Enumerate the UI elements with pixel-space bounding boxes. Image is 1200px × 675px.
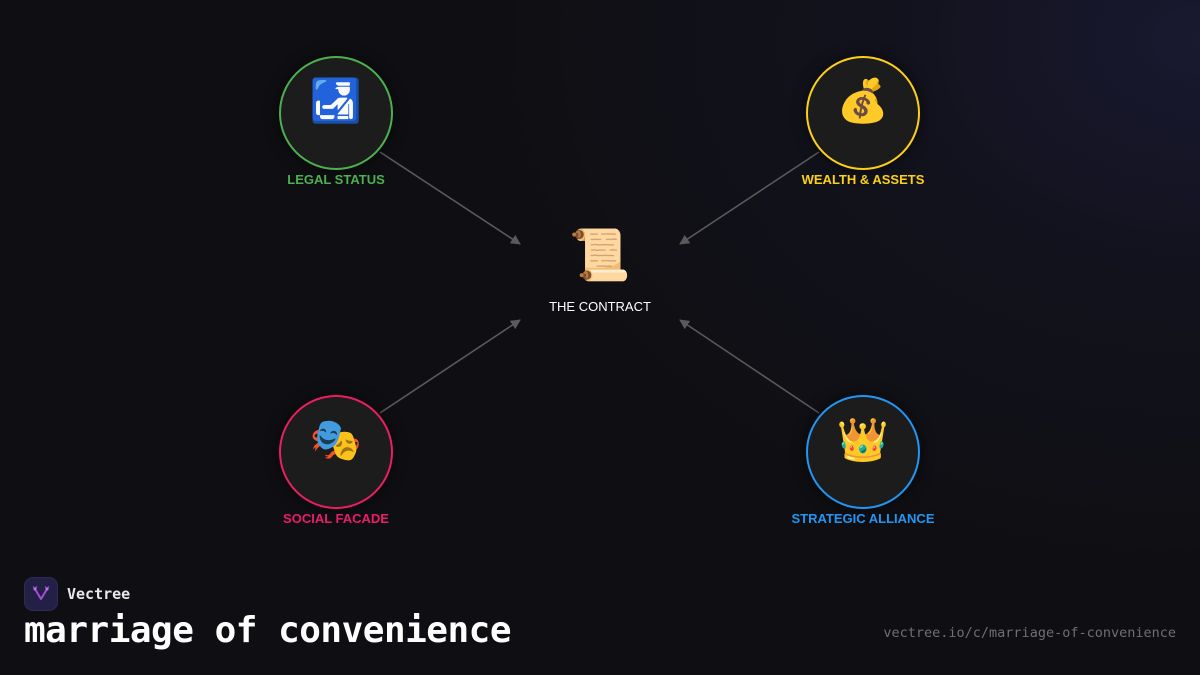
page-title: marriage of convenience — [24, 610, 512, 651]
vectree-logo-icon — [24, 577, 58, 611]
scroll-icon: 📜 — [568, 227, 632, 283]
node-legal-status-label: LEGAL STATUS — [287, 172, 385, 187]
edge-legal-to-contract — [379, 151, 521, 245]
page-url[interactable]: vectree.io/c/marriage-of-convenience — [883, 625, 1176, 641]
edge-alliance-to-contract — [679, 319, 820, 414]
customs-officer-icon: 🛃 — [309, 77, 363, 124]
node-wealth-assets[interactable]: 💰 — [806, 56, 920, 170]
node-social-facade-label: SOCIAL FACADE — [283, 511, 389, 526]
node-legal-status[interactable]: 🛃 — [279, 56, 393, 170]
brand: Vectree — [24, 577, 130, 611]
edge-wealth-to-contract — [679, 151, 820, 245]
node-wealth-assets-label: WEALTH & ASSETS — [801, 172, 925, 187]
crown-icon: 👑 — [836, 416, 890, 463]
brand-name: Vectree — [67, 585, 131, 603]
node-strategic-alliance-label: STRATEGIC ALLIANCE — [791, 511, 935, 526]
node-strategic-alliance[interactable]: 👑 — [806, 395, 920, 509]
edge-social-to-contract — [379, 319, 521, 414]
center-node-label[interactable]: THE CONTRACT — [549, 299, 651, 314]
node-social-facade[interactable]: 🎭 — [279, 395, 393, 509]
money-bag-icon: 💰 — [836, 77, 890, 124]
theater-masks-icon: 🎭 — [309, 416, 363, 463]
